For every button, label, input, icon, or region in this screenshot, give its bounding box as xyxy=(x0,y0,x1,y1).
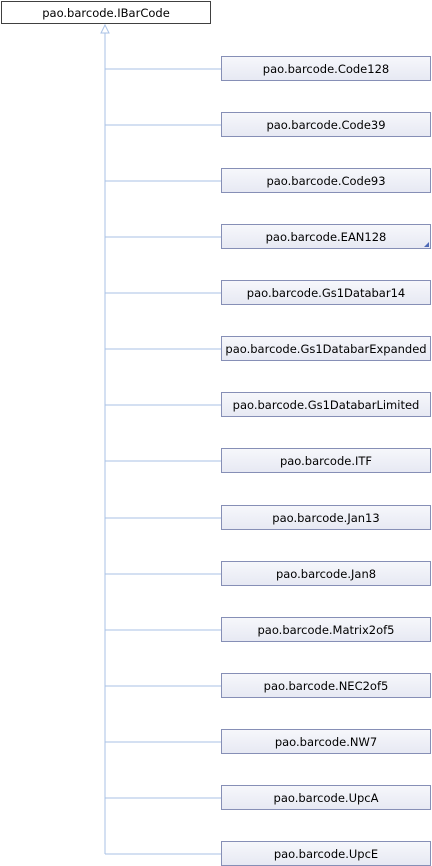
derived-class-label: pao.barcode.NW7 xyxy=(274,734,378,749)
derived-class-label: pao.barcode.Matrix2of5 xyxy=(257,622,395,637)
derived-class-node[interactable]: pao.barcode.Code128 xyxy=(221,56,431,81)
base-class-node[interactable]: pao.barcode.IBarCode xyxy=(1,1,211,24)
derived-class-node[interactable]: pao.barcode.Gs1Databar14 xyxy=(221,280,431,305)
base-class-label: pao.barcode.IBarCode xyxy=(42,5,170,20)
truncated-marker-icon xyxy=(424,242,429,247)
derived-class-node[interactable]: pao.barcode.UpcE xyxy=(221,841,431,866)
derived-class-label: pao.barcode.UpcE xyxy=(273,846,379,861)
derived-class-label: pao.barcode.EAN128 xyxy=(265,229,387,244)
derived-class-label: pao.barcode.Jan8 xyxy=(275,566,377,581)
inheritance-arrowhead-icon xyxy=(100,23,110,34)
derived-class-label: pao.barcode.Gs1DatabarLimited xyxy=(232,397,420,412)
derived-class-node[interactable]: pao.barcode.Gs1DatabarExpanded xyxy=(221,336,431,361)
derived-class-label: pao.barcode.Jan13 xyxy=(272,510,380,525)
derived-class-node[interactable]: pao.barcode.Code39 xyxy=(221,112,431,137)
derived-class-label: pao.barcode.Code93 xyxy=(266,173,386,188)
derived-class-node[interactable]: pao.barcode.NEC2of5 xyxy=(221,673,431,698)
derived-class-label: pao.barcode.UpcA xyxy=(273,790,379,805)
derived-class-label: pao.barcode.Code128 xyxy=(262,61,390,76)
derived-class-label: pao.barcode.Gs1Databar14 xyxy=(246,285,406,300)
derived-class-node[interactable]: pao.barcode.Jan13 xyxy=(221,505,431,530)
derived-class-node[interactable]: pao.barcode.NW7 xyxy=(221,729,431,754)
derived-class-node[interactable]: pao.barcode.Jan8 xyxy=(221,561,431,586)
derived-class-node[interactable]: pao.barcode.Gs1DatabarLimited xyxy=(221,392,431,417)
derived-class-label: pao.barcode.Code39 xyxy=(266,117,386,132)
derived-class-label: pao.barcode.ITF xyxy=(279,453,373,468)
derived-class-node[interactable]: pao.barcode.Code93 xyxy=(221,168,431,193)
derived-class-node[interactable]: pao.barcode.EAN128 xyxy=(221,224,431,249)
derived-class-node[interactable]: pao.barcode.ITF xyxy=(221,448,431,473)
derived-class-label: pao.barcode.NEC2of5 xyxy=(263,678,389,693)
derived-class-node[interactable]: pao.barcode.Matrix2of5 xyxy=(221,617,431,642)
derived-class-label: pao.barcode.Gs1DatabarExpanded xyxy=(225,341,427,356)
derived-class-node[interactable]: pao.barcode.UpcA xyxy=(221,785,431,810)
